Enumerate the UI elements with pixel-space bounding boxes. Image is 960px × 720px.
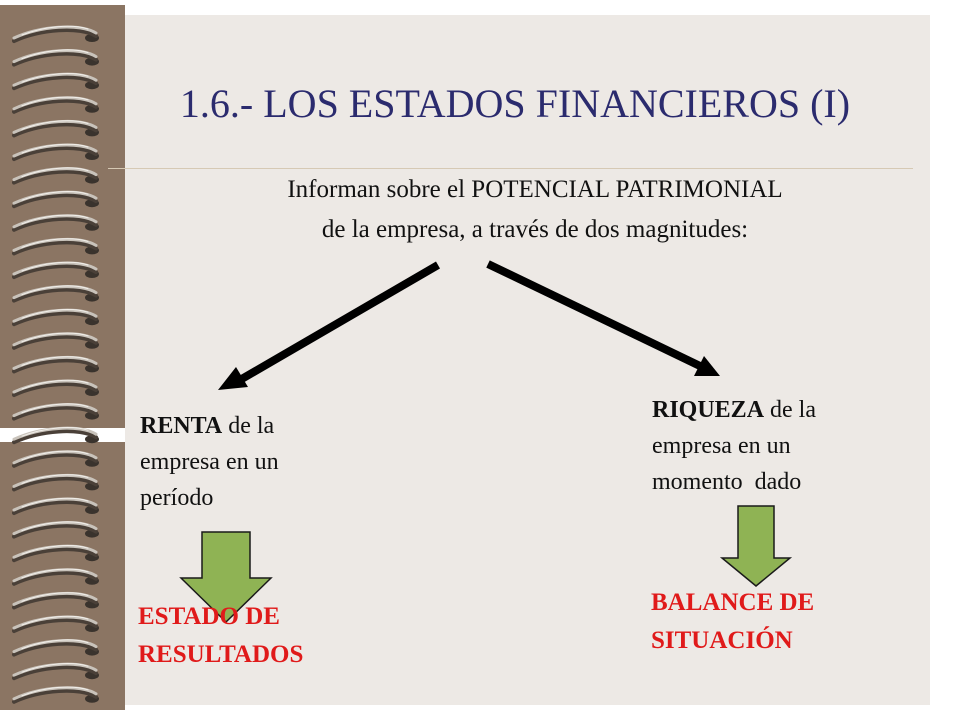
riqueza-description: RIQUEZA de la empresa en un momento dado [652,392,892,500]
spiral-coil [12,25,99,43]
spiral-coil [12,96,99,114]
connector-arrow-left [218,261,441,390]
slide-title: 1.6.- LOS ESTADOS FINANCIEROS (I) [179,81,851,126]
spiral-coil [12,190,99,209]
spiral-coil [12,237,99,256]
result-left-line-2: RESULTADOS [138,641,304,668]
spiral-coil [12,167,99,185]
renta-line-1: RENTA de la [140,408,340,444]
spiral-coil [12,285,99,303]
spiral-coil [12,568,99,586]
riqueza-line-2: empresa en un [652,433,791,459]
balance-de-situacion-label: BALANCE DE SITUACIÓN [651,584,891,660]
spiral-coil [12,639,99,657]
intro-line-1: Informan sobre el POTENCIAL PATRIMONIAL [287,176,783,203]
spiral-coil [12,473,99,492]
connector-arrow-right [486,260,720,376]
spiral-coil [12,308,99,327]
spiral-coil [12,591,99,610]
renta-description: RENTA de la empresa en un período [140,408,340,516]
block-down-arrow-icon [179,531,273,624]
renta-keyword: RENTA [140,413,223,439]
spiral-coil [12,544,99,563]
result-right-line-1: BALANCE DE [651,589,815,616]
spiral-coil [12,49,99,67]
spiral-coil [12,379,99,397]
spiral-coil [12,426,99,445]
riqueza-line-1: RIQUEZA de la [652,392,892,428]
riqueza-line-3: momento dado [652,469,802,495]
spiral-coil [12,214,99,232]
spiral-coil [12,119,99,138]
riqueza-keyword: RIQUEZA [652,397,765,423]
result-left-line-1: ESTADO DE [138,603,280,630]
spiral-coil [12,261,99,279]
title-divider [108,168,913,169]
spiral-coil [12,662,99,681]
spiral-coil [12,332,99,350]
block-down-arrow-icon [719,505,793,587]
estado-de-resultados-label: ESTADO DE RESULTADOS [138,598,378,674]
spiral-coil [12,450,99,468]
intro-text: Informan sobre el POTENCIAL PATRIMONIAL … [160,170,910,250]
renta-line-1-rest: de la [222,413,275,439]
spiral-coil [12,143,99,161]
spiral-coil [12,497,99,515]
spiral-coil [12,521,99,539]
spiral-coil [12,403,99,421]
renta-line-3: período [140,485,214,511]
intro-line-2: de la empresa, a través de dos magnitude… [321,216,749,243]
spiral-binding-icon [12,25,99,704]
spiral-coil [12,72,99,91]
spiral-coil [12,355,99,374]
spiral-coil [12,686,99,704]
renta-line-2: empresa en un [140,449,279,475]
riqueza-line-1-rest: de la [764,397,817,423]
result-right-line-2: SITUACIÓN [651,627,793,654]
spiral-coil [12,615,99,633]
